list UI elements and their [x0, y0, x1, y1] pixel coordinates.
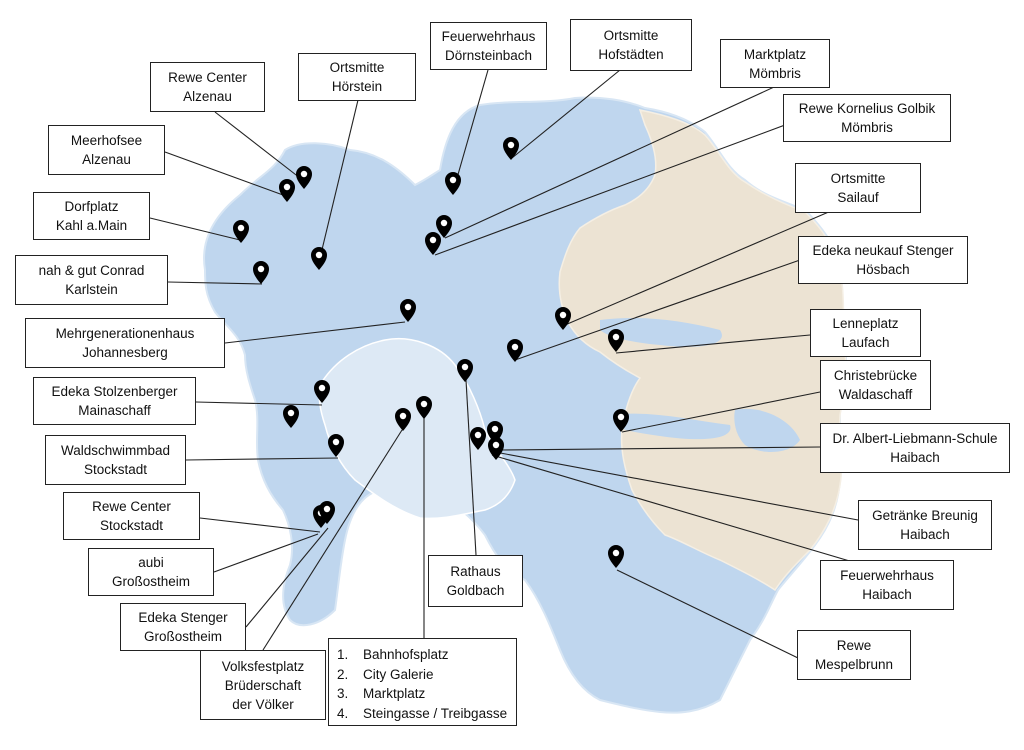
label-line: Stockstadt: [83, 462, 148, 477]
label-line: aubi: [138, 555, 164, 570]
list-text: Steingasse / Treibgasse: [363, 705, 508, 721]
aschaffenburg-list: 1. Bahnhofsplatz 2. City Galerie 3. Marktpl…: [328, 638, 517, 726]
label-line: Goldbach: [446, 583, 505, 598]
label-line: Rewe Center: [168, 70, 247, 85]
label-line: Getränke Breunig: [872, 508, 978, 523]
label-line: Volksfestplatz: [221, 658, 305, 674]
label-line: nah & gut Conrad: [38, 263, 145, 278]
list-item: 2. City Galerie: [337, 665, 508, 685]
valley-area: [734, 408, 800, 452]
label-line: Karlstein: [65, 282, 118, 297]
label-line: Meerhofsee: [70, 133, 143, 148]
valley-area: [610, 413, 731, 440]
label-line: Edeka Stenger: [138, 610, 228, 625]
label-line: Haibach: [890, 450, 940, 465]
label-line: Christebrücke: [833, 368, 918, 383]
list-number: 4.: [337, 705, 349, 721]
label-line: Hofstädten: [598, 47, 664, 62]
label-line: Mehrgenerationenhaus: [55, 326, 195, 341]
label-line: Großostheim: [143, 629, 223, 644]
label-line: Rathaus: [450, 564, 501, 579]
label-line: Alzenau: [183, 89, 232, 104]
list-item: 4. Steingasse / Treibgasse: [337, 704, 508, 724]
label-line: Ortsmitte: [830, 171, 886, 186]
label-line: Feuerwehrhaus: [840, 568, 934, 583]
list-text: Bahnhofsplatz: [363, 647, 449, 662]
label-line: Lenneplatz: [832, 316, 899, 331]
label-line: Dörnsteinbach: [444, 48, 533, 63]
label-line: Dorfplatz: [64, 199, 119, 214]
label-line: Kahl a.Main: [55, 218, 128, 233]
label-line: Hösbach: [856, 262, 910, 277]
label-line: Edeka neukauf Stenger: [812, 243, 954, 258]
valley-area: [600, 318, 722, 347]
leader-lines: [149, 69, 881, 659]
list-number: 3.: [337, 686, 349, 701]
list-item: 3. Marktplatz: [337, 684, 508, 704]
label-line: Rewe: [836, 638, 872, 653]
label-line: Rewe Center: [92, 499, 171, 514]
label-line: Ortsmitte: [603, 28, 659, 43]
spessart-area: [558, 109, 847, 592]
label-line: Mömbris: [749, 65, 801, 81]
label-line: Sailauf: [837, 190, 879, 205]
label-line: Mainaschaff: [78, 403, 151, 418]
label-line: Hörstein: [331, 79, 383, 94]
label-line: der Völker: [232, 696, 294, 712]
label-line: Waldaschaff: [838, 387, 913, 402]
label-line: Marktplatz: [743, 46, 807, 62]
label-line: Rewe Kornelius Golbik: [798, 101, 936, 116]
list-text: City Galerie: [363, 666, 434, 682]
label-line: Haibach: [862, 587, 912, 602]
label-line: Großostheim: [111, 574, 191, 589]
label-line: Waldschwimmbad: [60, 443, 171, 458]
list-number: 1.: [337, 647, 349, 662]
label-line: Mespelbrunn: [814, 657, 894, 672]
label-line: Stockstadt: [99, 518, 164, 533]
label-line: Dr. Albert-Liebmann-Schule: [832, 431, 998, 446]
label-line: Laufach: [841, 335, 890, 350]
label-line: Mömbris: [841, 120, 893, 135]
list-item: 1. Bahnhofsplatz: [337, 645, 508, 665]
label-line: Ortsmitte: [329, 60, 385, 75]
label-line: Johannesberg: [82, 345, 168, 360]
label-line: Alzenau: [82, 152, 131, 167]
list-text: Marktplatz: [363, 686, 426, 701]
list-number: 2.: [337, 666, 349, 682]
label-line: Haibach: [900, 527, 950, 542]
label-line: Brüderschaft: [224, 677, 302, 693]
label-line: Edeka Stolzenberger: [51, 384, 178, 399]
label-line: Feuerwehrhaus: [441, 29, 536, 44]
